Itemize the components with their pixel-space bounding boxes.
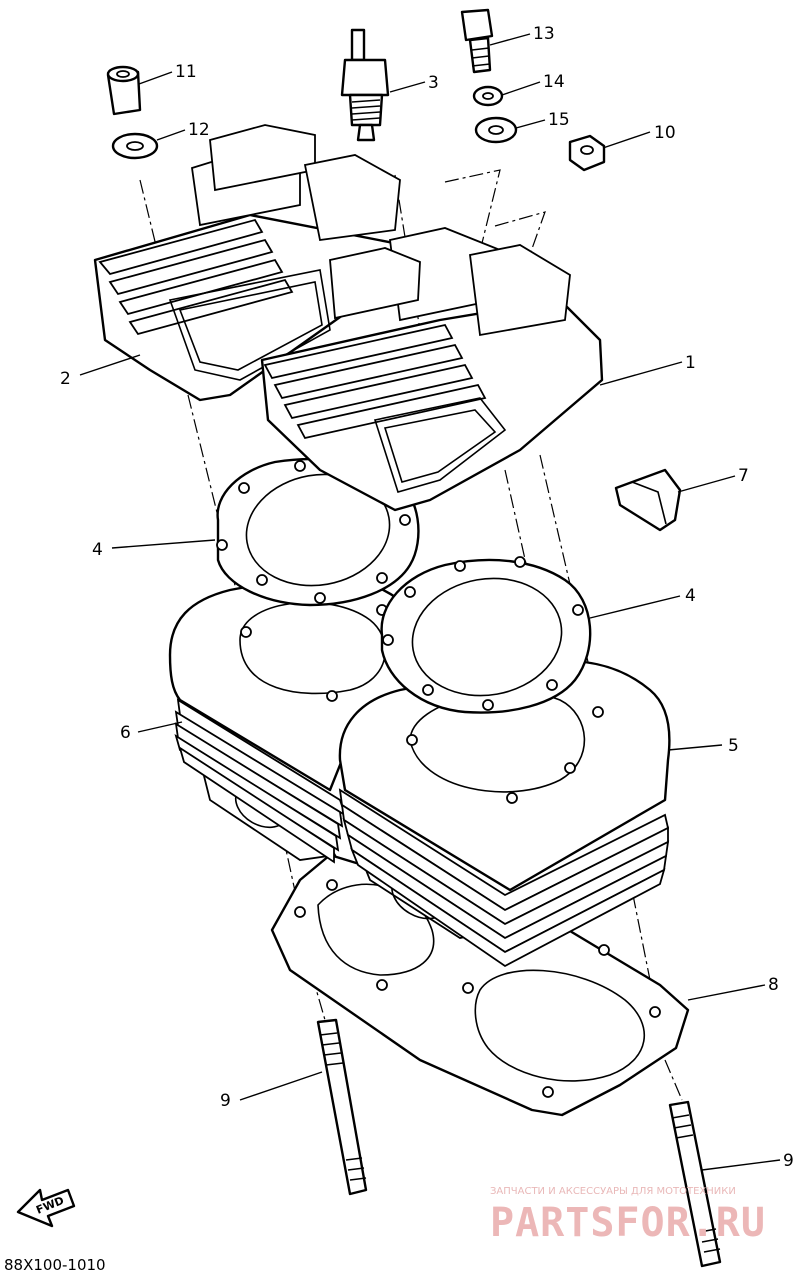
washer-12 bbox=[111, 132, 159, 160]
watermark-tagline: ЗАПЧАСТИ И АКСЕССУАРЫ ДЛЯ МОТОТЕХНИКИ bbox=[490, 1186, 736, 1197]
callout-leaders bbox=[79, 33, 781, 1171]
forward-direction-arrow: FWD bbox=[16, 1188, 76, 1228]
watermark-brand: PARTSFOR.RU bbox=[490, 1200, 766, 1246]
watermark: ЗАПЧАСТИ И АКСЕССУАРЫ ДЛЯ МОТОТЕХНИКИ PA… bbox=[490, 1186, 766, 1246]
head-bolt bbox=[460, 8, 494, 74]
callout-12: 12 bbox=[188, 120, 210, 140]
callout-8: 8 bbox=[768, 975, 779, 995]
cylinder-head-front bbox=[260, 227, 604, 512]
callout-9-left: 9 bbox=[220, 1091, 231, 1111]
callout-11: 11 bbox=[175, 62, 197, 82]
base-gasket bbox=[270, 853, 690, 1117]
callout-5: 5 bbox=[728, 736, 739, 756]
plain-washer bbox=[474, 116, 518, 144]
callout-6: 6 bbox=[120, 723, 131, 743]
bracket bbox=[614, 468, 682, 532]
callout-2: 2 bbox=[60, 369, 71, 389]
stud-left bbox=[316, 1018, 368, 1196]
stud-right bbox=[668, 1100, 722, 1268]
cylinder-left bbox=[168, 572, 432, 864]
figure-code: 88X100-1010 bbox=[4, 1256, 106, 1274]
callout-14: 14 bbox=[543, 72, 565, 92]
head-gasket-right bbox=[380, 556, 592, 714]
callout-9-right: 9 bbox=[783, 1151, 794, 1171]
spark-plug bbox=[340, 28, 390, 142]
callout-3: 3 bbox=[428, 73, 439, 93]
cylinder-right bbox=[338, 659, 671, 968]
callout-15: 15 bbox=[548, 110, 570, 130]
cylinder-head-rear bbox=[93, 124, 432, 402]
callout-1: 1 bbox=[685, 353, 696, 373]
callout-labels: 1 2 3 4 4 5 6 7 8 9 9 10 11 12 13 14 15 bbox=[60, 24, 794, 1171]
callout-7: 7 bbox=[738, 466, 749, 486]
spring-washer bbox=[472, 85, 504, 107]
spacer-sleeve bbox=[106, 65, 142, 116]
callout-4-right: 4 bbox=[685, 586, 696, 606]
callout-4-left: 4 bbox=[92, 540, 103, 560]
callout-10: 10 bbox=[654, 123, 676, 143]
callout-13: 13 bbox=[533, 24, 555, 44]
hex-nut bbox=[568, 134, 606, 172]
